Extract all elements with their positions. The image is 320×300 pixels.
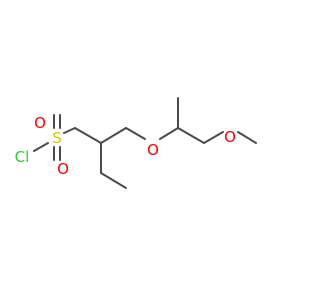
atom-o-ether-1: O: [147, 141, 159, 159]
bond-o2-ch3: [237, 131, 257, 144]
atom-label-layer: Cl S O O O O: [15, 114, 236, 178]
bond-ch-ch2o: [100, 127, 127, 144]
bond-s-cl: [33, 142, 49, 152]
bond-ch-ch2: [177, 127, 205, 144]
bond-ch2-o2: [203, 131, 224, 144]
atom-cl: Cl: [15, 148, 30, 166]
atom-o-lower: O: [57, 160, 69, 178]
bond-layer: [33, 97, 257, 189]
bond-s-ch2: [63, 127, 76, 134]
bond-ch2-ch2: [74, 127, 102, 144]
structure-diagram: Cl S O O O O: [15, 97, 257, 189]
bond-ethyl-ch3: [100, 172, 127, 189]
bond-ch2-o1: [125, 127, 146, 140]
atom-o-ether-2: O: [224, 128, 236, 146]
atom-o-upper: O: [34, 114, 46, 132]
atom-s: S: [52, 129, 62, 147]
bond-o1-ch: [159, 127, 179, 140]
